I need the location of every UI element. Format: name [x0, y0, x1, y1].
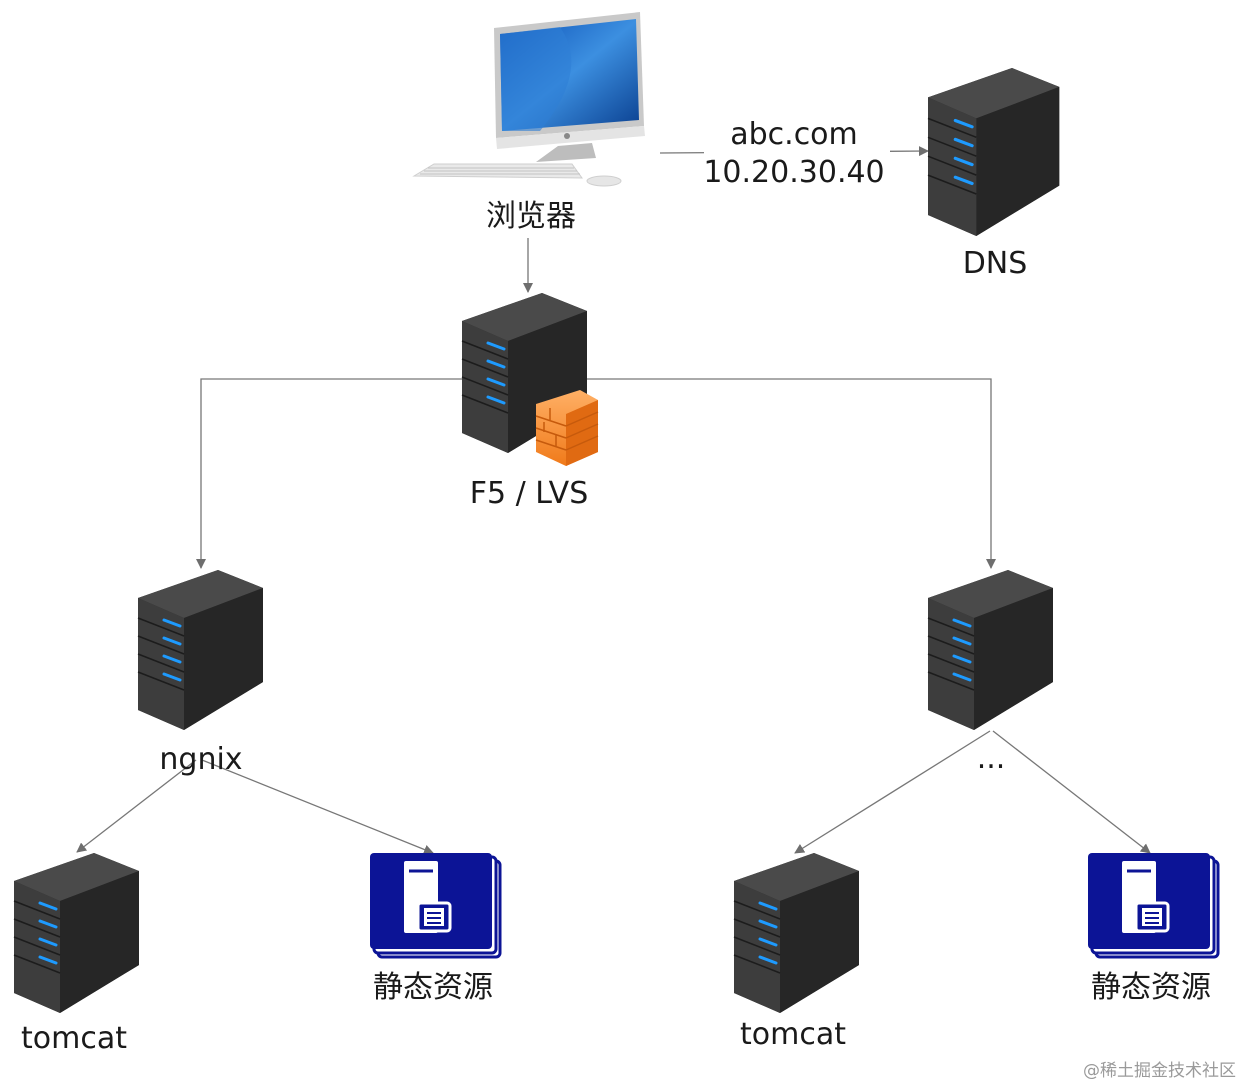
lb-label: F5 / LVS	[470, 476, 589, 511]
right-proxy-server-icon	[926, 568, 1055, 732]
tomcat-left-server-icon	[12, 851, 141, 1015]
tomcat-left-label: tomcat	[21, 1021, 127, 1056]
nginx-server-icon	[136, 568, 265, 732]
edge-proxy-static	[992, 730, 1151, 854]
static-left-icon	[368, 851, 502, 959]
static-right-icon	[1086, 851, 1220, 959]
dns-server-icon	[926, 66, 1061, 238]
edge-label-backdrop	[704, 118, 890, 188]
edge-nginx-static	[201, 759, 434, 855]
static-left-label: 静态资源	[373, 970, 493, 1005]
edge-lb-nginx	[196, 378, 462, 569]
dns-domain-label: abc.com	[730, 117, 858, 152]
static-right-label: 静态资源	[1091, 970, 1211, 1005]
dns-label: DNS	[963, 246, 1028, 281]
right-proxy-label: ...	[977, 741, 1006, 776]
tomcat-right-server-icon	[732, 851, 861, 1015]
firewall-icon	[535, 390, 599, 466]
watermark: @稀土掘金技术社区	[1083, 1061, 1236, 1081]
browser-computer-icon	[412, 12, 645, 187]
edge-nginx-tomcat	[76, 759, 197, 853]
dns-ip-label: 10.20.30.40	[703, 155, 884, 190]
tomcat-right-label: tomcat	[740, 1017, 846, 1052]
nginx-label: ngnix	[159, 742, 242, 777]
edge-lb-right-proxy	[586, 378, 996, 569]
browser-label: 浏览器	[486, 199, 576, 234]
edge-proxy-tomcat	[794, 730, 991, 854]
